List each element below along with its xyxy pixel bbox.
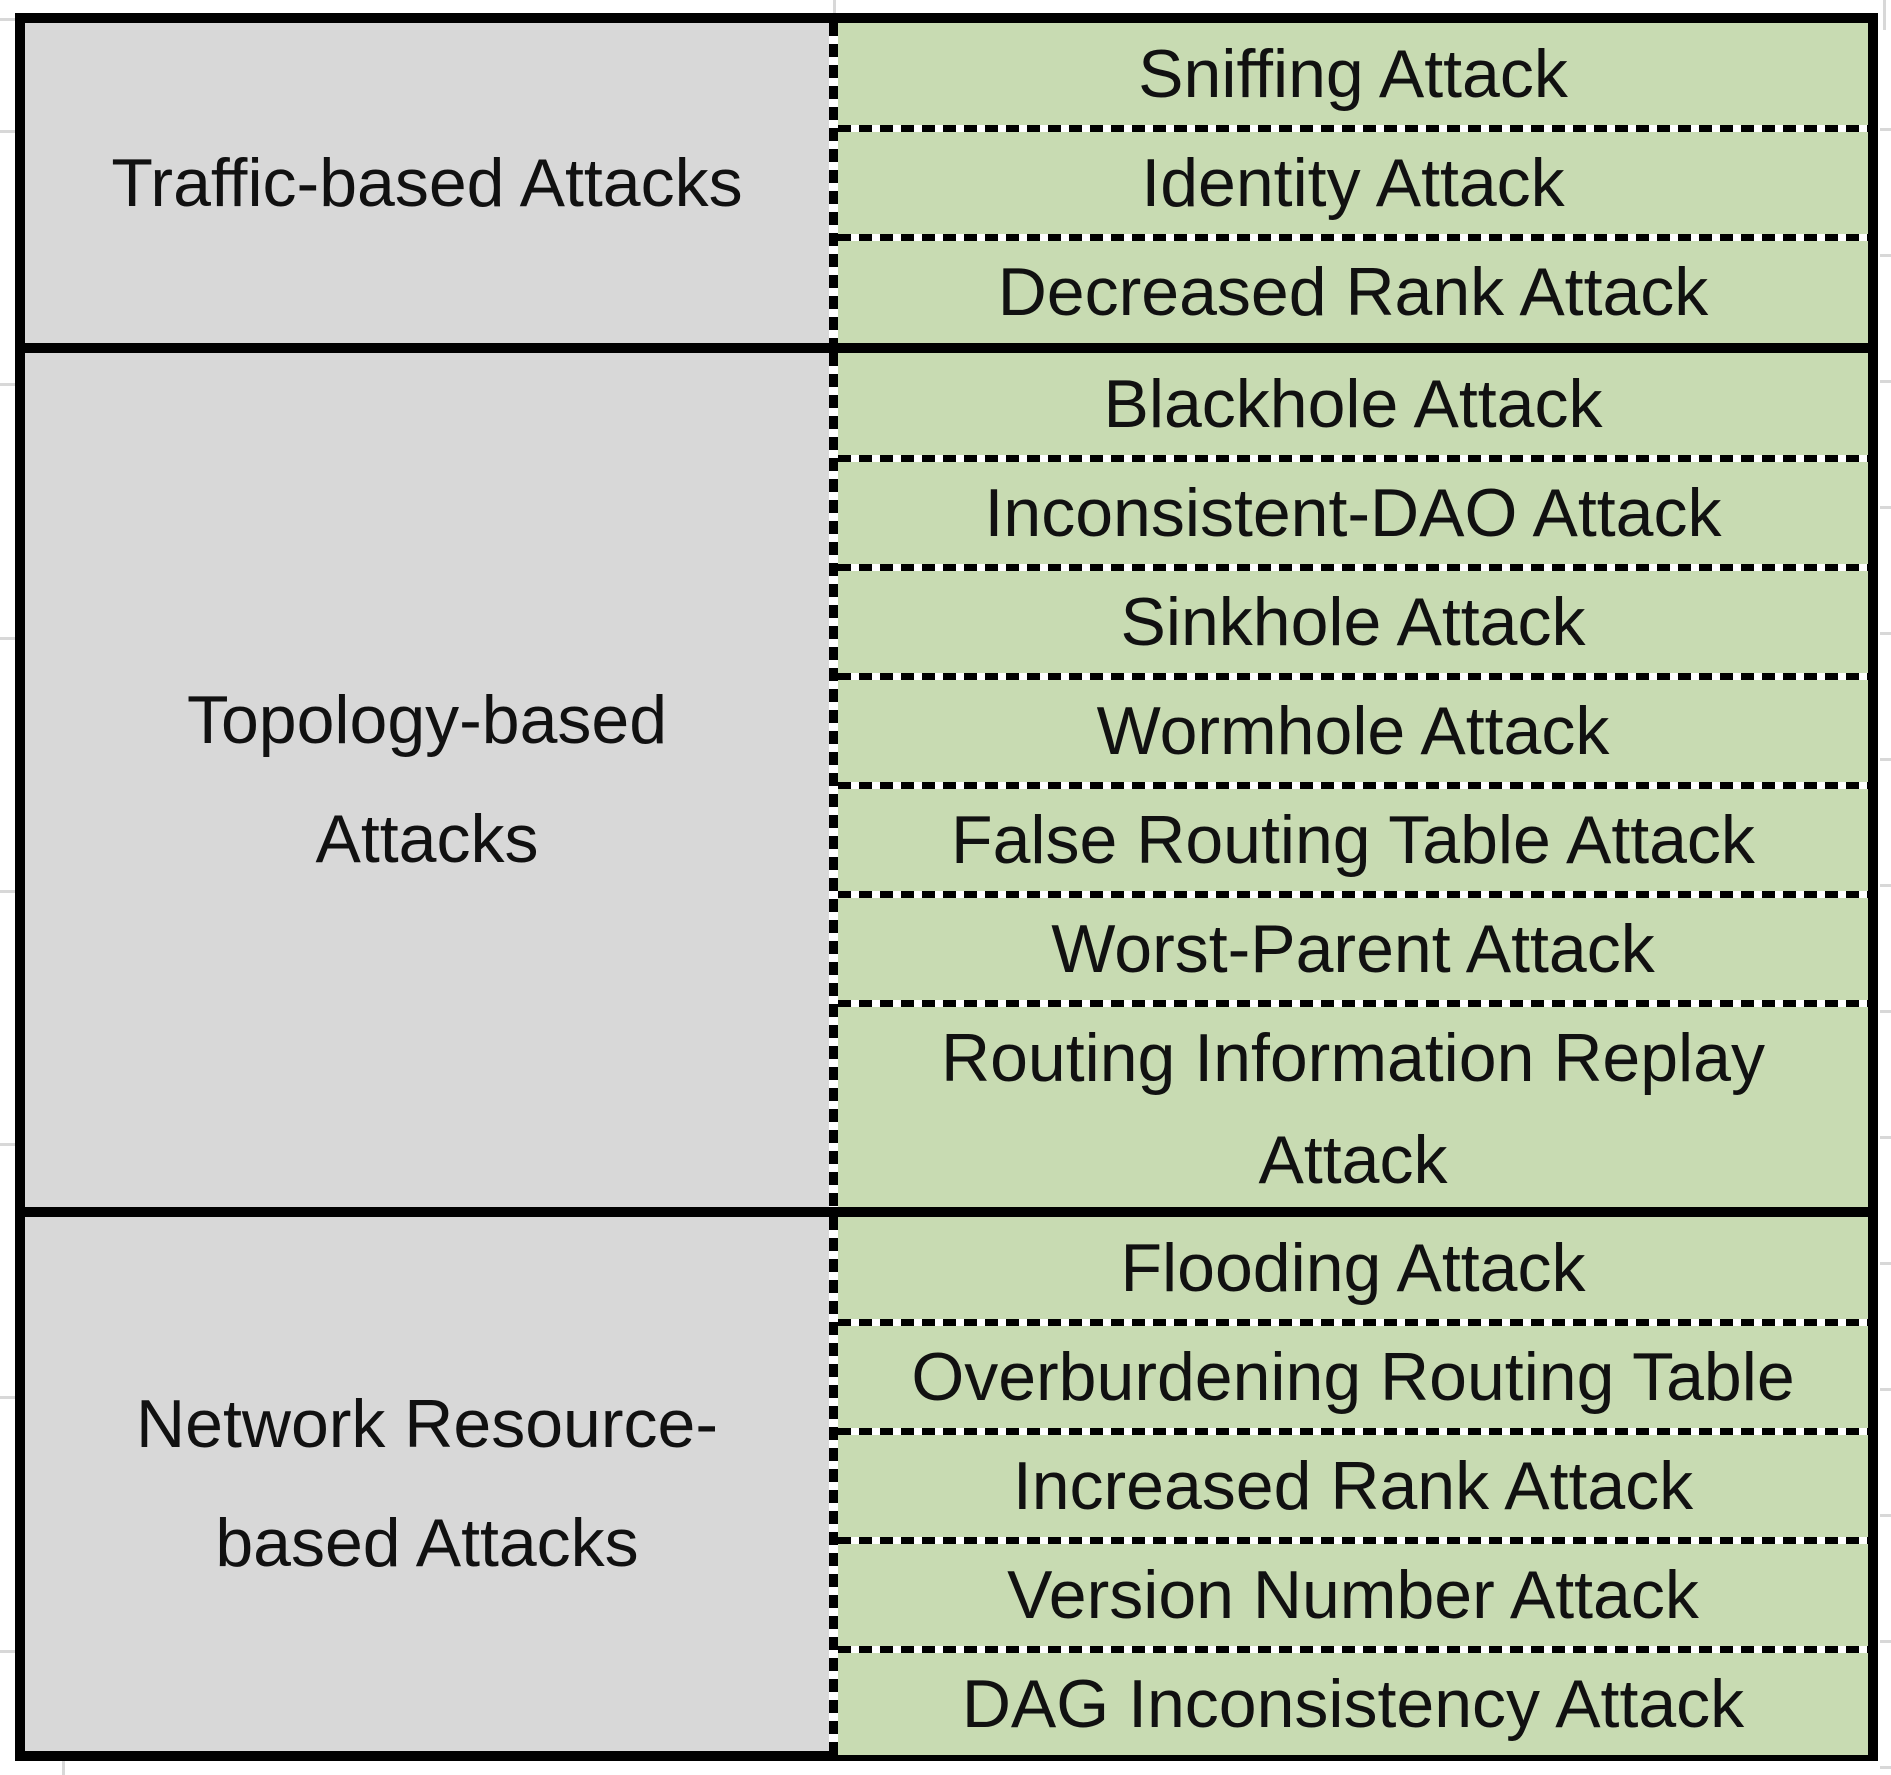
attack-label: Increased Rank Attack — [1012, 1448, 1694, 1525]
attack-cell-blackhole-attack: Blackhole Attack — [838, 353, 1868, 456]
row-separator — [838, 1428, 1868, 1436]
spreadsheet-gridline — [1880, 380, 1891, 383]
spreadsheet-gridline — [0, 1396, 15, 1399]
attack-cell-inconsistent-dao-attack: Inconsistent-DAO Attack — [838, 462, 1868, 565]
attack-label: DAG Inconsistency Attack — [961, 1666, 1745, 1743]
category-label-line: Topology-based — [186, 682, 668, 759]
spreadsheet-gridline — [0, 130, 15, 133]
attack-cell-version-number-attack: Version Number Attack — [838, 1544, 1868, 1647]
spreadsheet-gridline — [1880, 1640, 1891, 1643]
spreadsheet-gridline — [1880, 1514, 1891, 1517]
column-separator — [829, 23, 838, 344]
attack-cell-routing-information-replay-attack: Routing Information Replay Attack — [838, 1007, 1868, 1212]
spreadsheet-gridline — [0, 637, 15, 640]
attack-cell-dag-inconsistency-attack: DAG Inconsistency Attack — [838, 1653, 1868, 1756]
attack-label: Overburdening Routing Table — [911, 1339, 1795, 1416]
attack-cell-sinkhole-attack: Sinkhole Attack — [838, 571, 1868, 674]
spreadsheet-gridline — [0, 18, 15, 21]
attack-label: Worst-Parent Attack — [1051, 911, 1655, 988]
category-label-line: Attacks — [315, 801, 539, 878]
column-separator — [829, 353, 838, 1208]
attack-cell-decreased-rank-attack: Decreased Rank Attack — [838, 241, 1868, 344]
attack-label: Inconsistent-DAO Attack — [984, 475, 1722, 552]
spreadsheet-gridline — [0, 383, 15, 386]
spreadsheet-gridline — [1880, 128, 1891, 131]
attack-label: Wormhole Attack — [1096, 693, 1610, 770]
category-label-line: Network Resource- — [136, 1386, 718, 1463]
attack-label: Decreased Rank Attack — [997, 254, 1709, 331]
row-separator — [838, 455, 1868, 463]
section-divider — [25, 343, 1868, 354]
spreadsheet-gridline — [1880, 506, 1891, 509]
attack-label: Flooding Attack — [1120, 1230, 1586, 1307]
spreadsheet-gridline — [1880, 884, 1891, 887]
category-label-line: Traffic-based Attacks — [111, 144, 743, 221]
row-separator — [838, 891, 1868, 899]
spreadsheet-gridline — [1880, 1136, 1891, 1139]
row-separator — [838, 1646, 1868, 1654]
spreadsheet-gridline — [0, 1650, 15, 1653]
spreadsheet-gridline — [1880, 1262, 1891, 1265]
attack-label: Version Number Attack — [1007, 1557, 1699, 1634]
row-separator — [838, 1319, 1868, 1327]
row-separator — [838, 125, 1868, 133]
attack-label: Blackhole Attack — [1103, 366, 1603, 443]
attack-cell-worst-parent-attack: Worst-Parent Attack — [838, 898, 1868, 1001]
attack-label: Sinkhole Attack — [1120, 584, 1586, 661]
attack-label: Routing Information Replay Attack — [940, 1020, 1765, 1199]
spreadsheet-gridline — [1880, 1766, 1891, 1769]
attack-label: Sniffing Attack — [1138, 36, 1568, 113]
column-separator — [829, 1217, 838, 1751]
row-separator — [838, 234, 1868, 242]
row-separator — [838, 564, 1868, 572]
spreadsheet-gridline — [1880, 254, 1891, 257]
category-label-line: based Attacks — [215, 1505, 639, 1582]
spreadsheet-gridline — [1880, 1010, 1891, 1013]
category-cell: Traffic-based Attacks — [25, 23, 829, 344]
attack-label: Identity Attack — [1141, 145, 1565, 222]
attack-cell-identity-attack: Identity Attack — [838, 132, 1868, 235]
spreadsheet-gridline — [0, 890, 15, 893]
category-cell: Network Resource-based Attacks — [25, 1217, 829, 1751]
spreadsheet-gridline — [1880, 758, 1891, 761]
row-separator — [838, 782, 1868, 790]
attack-cell-false-routing-table-attack: False Routing Table Attack — [838, 789, 1868, 892]
row-separator — [838, 673, 1868, 681]
attack-cell-flooding-attack: Flooding Attack — [838, 1217, 1868, 1320]
spreadsheet-gridline — [62, 1761, 65, 1775]
row-separator — [838, 1537, 1868, 1545]
attack-cell-overburdening-routing-table: Overburdening Routing Table — [838, 1326, 1868, 1429]
attack-cell-wormhole-attack: Wormhole Attack — [838, 680, 1868, 783]
section-divider — [25, 1207, 1868, 1218]
spreadsheet-gridline — [1883, 0, 1886, 30]
spreadsheet-gridline — [1880, 1388, 1891, 1391]
spreadsheet-gridline — [1880, 632, 1891, 635]
spreadsheet-gridline — [0, 1143, 15, 1146]
attack-cell-sniffing-attack: Sniffing Attack — [838, 23, 1868, 126]
row-separator — [838, 1000, 1868, 1008]
spreadsheet-gridline — [833, 0, 836, 13]
attack-label: False Routing Table Attack — [951, 802, 1755, 879]
attack-cell-increased-rank-attack: Increased Rank Attack — [838, 1435, 1868, 1538]
